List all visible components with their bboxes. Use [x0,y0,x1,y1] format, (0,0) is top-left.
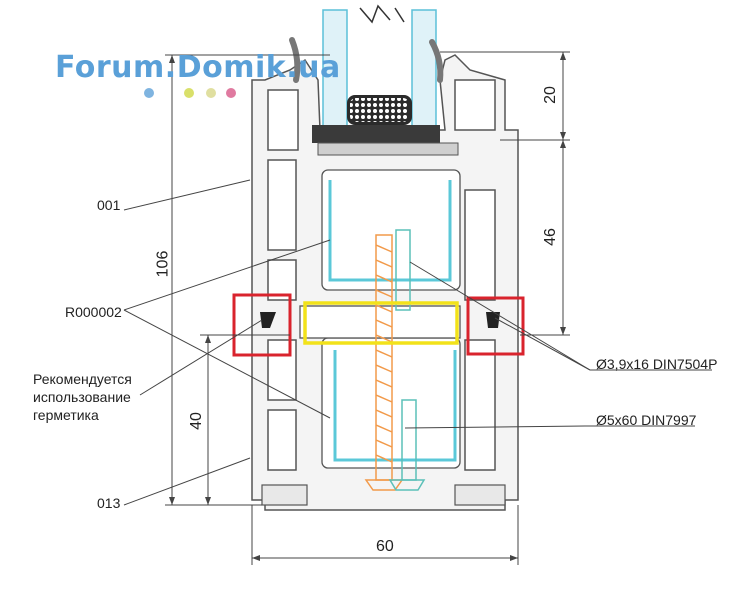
dimension-arrows [169,52,566,561]
watermark-dot [184,88,194,98]
dimension-lines [123,51,712,565]
glazing-bead [289,37,459,156]
part-label-013: 013 [97,495,121,511]
dimension-width: 60 [376,538,394,555]
sealant-note-line: Рекомендуется [33,371,132,387]
part-label-r000002: R000002 [65,304,122,320]
watermark-dot [226,88,236,98]
seal-highlight-right [466,296,525,356]
coupling-highlight [303,301,459,345]
watermark-dot [144,88,154,98]
sealant-note-line: использование [33,389,131,405]
bottom-rails [261,484,506,506]
screw-label-large: Ø5x60 DIN7997 [596,412,697,428]
sealant-note: Рекомендуется использование герметика [33,370,132,424]
dimension-total-height: 106 [154,250,172,278]
sealant-note-line: герметика [33,407,99,423]
seal-highlight-left [232,293,292,357]
dimension-middle: 46 [541,228,559,246]
watermark-dot [206,88,216,98]
dimension-bottom: 40 [187,412,205,430]
chambers [299,169,461,469]
screw-long [364,234,404,491]
screw-label-small: Ø3,9x16 DIN7504P [596,356,718,372]
watermark-text: Forum.Domik.ua [55,50,341,85]
glass-unit [322,4,437,129]
part-label-001: 001 [97,197,121,213]
dimension-top: 20 [541,86,559,104]
steel-reinforcement [328,180,457,462]
screw-short [388,229,426,491]
